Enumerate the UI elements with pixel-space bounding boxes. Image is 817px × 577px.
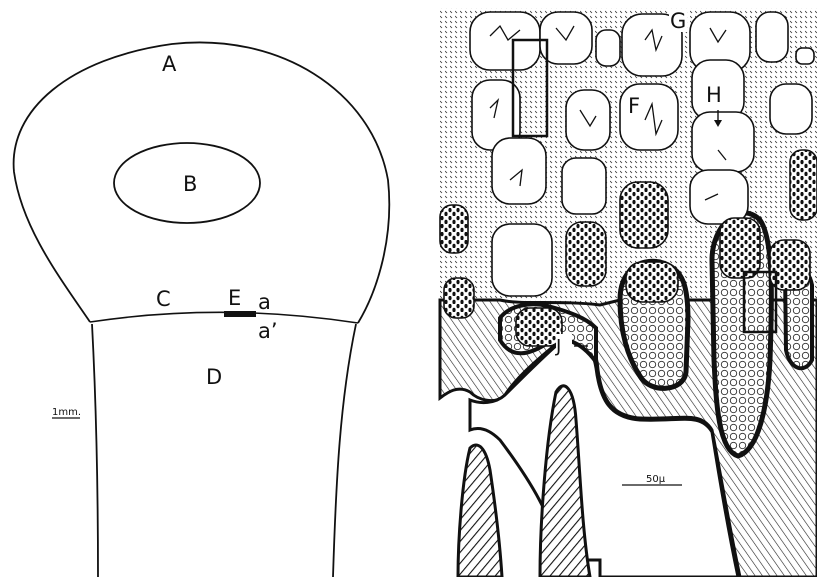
label-F: F [628,94,640,118]
scale-bar-50u: 50µ [620,474,684,490]
label-H-box: H [706,83,724,107]
shaft-left-edge [92,324,98,577]
scale-bar-50u-label: 50µ [646,474,666,485]
label-D: D [206,365,222,389]
label-E: E [228,286,241,310]
bone-spicule-left [458,445,502,577]
label-F-box: F [628,94,640,118]
scale-bar-1mm-label: 1mm. [52,407,81,418]
bone-end-outline-panel: A B C E a a’ D 1mm. [14,42,390,577]
label-H: H [706,83,722,107]
label-J-box: J [555,334,572,357]
shaft-right-edge [333,324,356,577]
sample-region-bar [224,311,256,317]
label-C: C [156,287,171,311]
label-a-prime: a’ [258,319,278,343]
label-B: B [183,172,197,196]
label-A: A [162,52,177,76]
label-a: a [258,290,271,314]
label-G: G [670,9,686,33]
scale-bar-1mm: 1mm. [52,407,81,418]
histology-section-panel: G F H J 50µ [440,8,817,577]
label-G-box: G [669,9,687,33]
label-J: J [555,336,561,357]
epiphysis-outline [14,42,390,323]
